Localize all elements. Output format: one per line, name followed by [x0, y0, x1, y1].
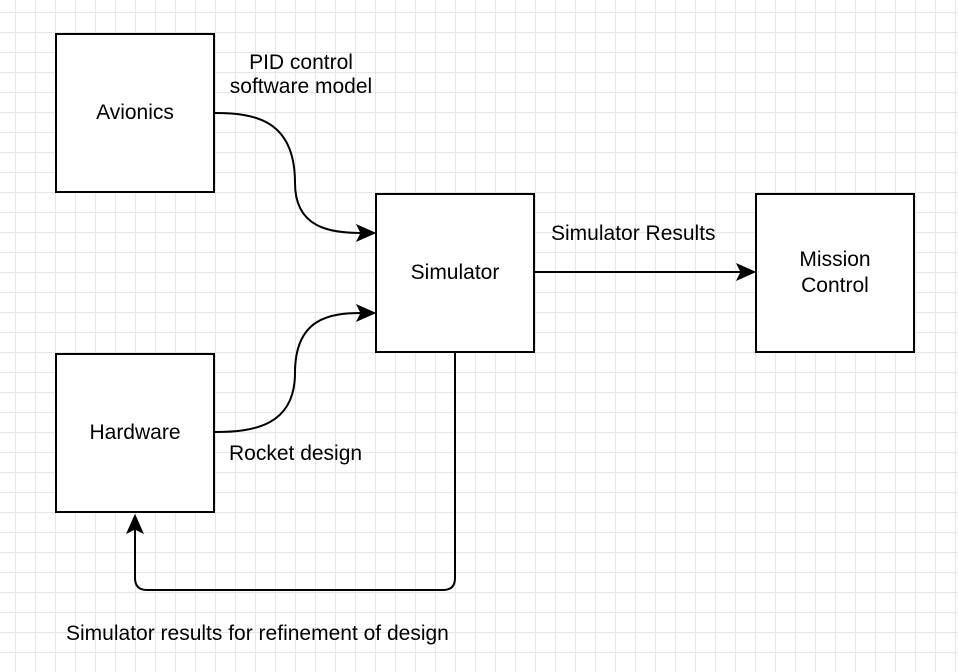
- edge-label-pid-control: PID control software model: [229, 51, 373, 98]
- avionics-label: Avionics: [96, 101, 174, 124]
- mission-control-box[interactable]: Mission Control: [755, 193, 915, 353]
- edge-label-refinement: Simulator results for refinement of desi…: [66, 622, 449, 645]
- arrowhead-simulator-to-mission-control: [735, 262, 757, 282]
- edge-hardware-to-simulator: [214, 312, 363, 433]
- simulator-box[interactable]: Simulator: [375, 193, 535, 353]
- hardware-box[interactable]: Hardware: [55, 353, 215, 513]
- avionics-box[interactable]: Avionics: [55, 33, 215, 193]
- arrowhead-simulator-to-hardware: [125, 513, 145, 535]
- hardware-label: Hardware: [89, 421, 181, 444]
- mission-control-label: Mission Control: [799, 248, 871, 297]
- edge-label-simulator-results: Simulator Results: [551, 222, 716, 245]
- arrowhead-hardware-to-simulator: [355, 303, 377, 323]
- arrowhead-avionics-to-simulator: [355, 223, 377, 243]
- edge-simulator-to-hardware: [134, 353, 456, 591]
- simulator-label: Simulator: [410, 261, 500, 284]
- edge-avionics-to-simulator: [214, 112, 363, 234]
- edge-label-rocket-design: Rocket design: [229, 442, 363, 465]
